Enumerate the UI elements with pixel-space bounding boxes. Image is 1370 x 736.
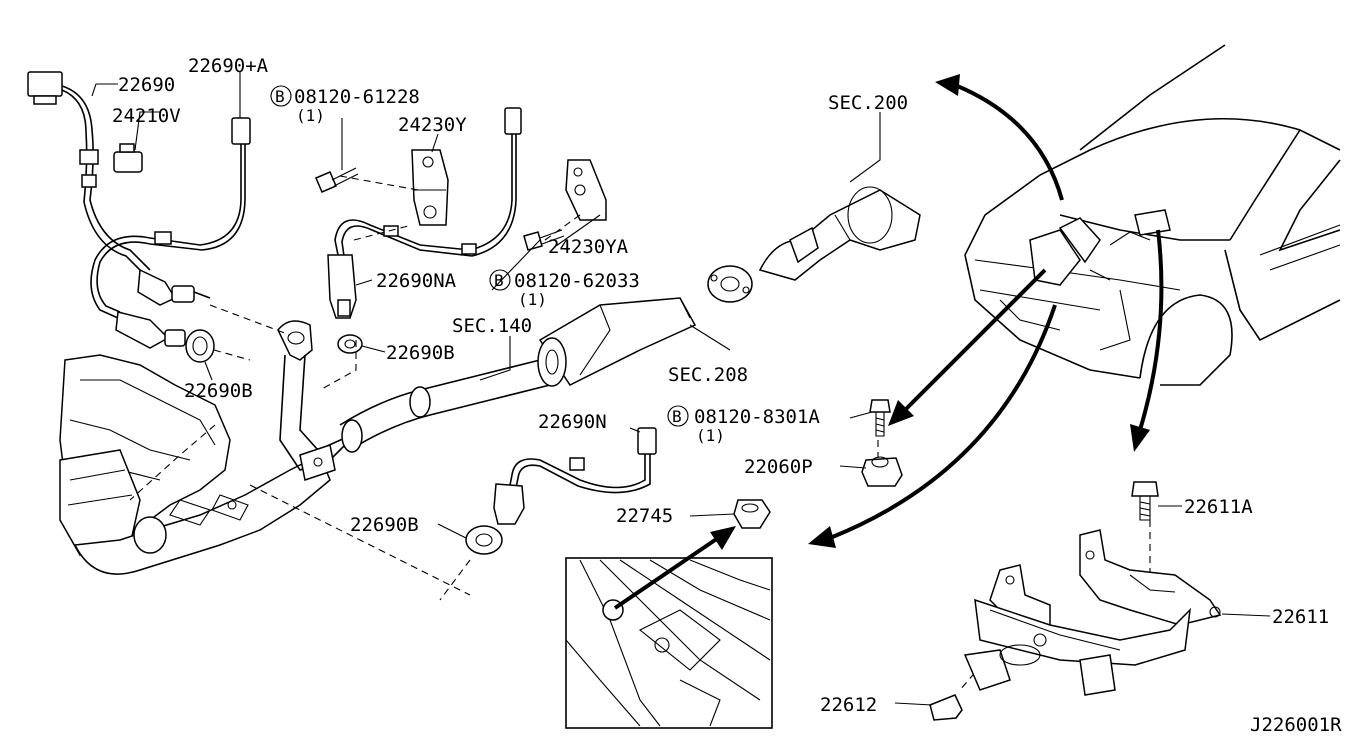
callout-22690b-lower: 22690B [350, 514, 419, 536]
svg-text:B: B [275, 87, 285, 106]
exhaust-manifold [59, 354, 331, 575]
callout-22611: 22611 [1272, 606, 1329, 628]
callout-08120-8301a-qty: (1) [696, 426, 725, 445]
callout-22745: 22745 [616, 505, 673, 527]
callout-sec-208: SEC.208 [668, 364, 748, 386]
callout-08120-61228-qty: (1) [296, 106, 325, 125]
sensor-22690n [493, 427, 657, 525]
bolt-22611a [1131, 481, 1159, 521]
gasket-22690b-left [185, 329, 215, 363]
callout-sec-200: SEC.200 [828, 92, 908, 114]
bolt-08120-8301a [869, 399, 891, 437]
diagram-id: J226001R [1250, 714, 1342, 736]
gasket-22690b-lower [465, 525, 503, 555]
callout-sec-140: SEC.140 [452, 315, 532, 337]
bolt-08120-62033 [523, 229, 565, 251]
callout-22690: 22690 [118, 74, 175, 96]
sensor-22690na [327, 107, 522, 319]
center-muffler [537, 297, 697, 387]
reference-arrows [613, 74, 1164, 610]
bolt-marker-icon: B [667, 405, 689, 427]
bolt-marker-icon: B [270, 85, 292, 107]
callout-08120-8301a: 08120-8301A [694, 406, 820, 428]
callout-22612: 22612 [820, 694, 877, 716]
callout-08120-62033: 08120-62033 [514, 270, 640, 292]
callout-22690b-left: 22690B [184, 380, 253, 402]
svg-text:B: B [494, 271, 504, 290]
flange-gasket [707, 265, 753, 303]
callout-22611a: 22611A [1184, 496, 1253, 518]
clip-22612 [929, 694, 963, 721]
bolt-08120-61228 [315, 167, 359, 193]
callout-24210v: 24210V [112, 105, 181, 127]
assembly-guide-lines [129, 175, 1151, 691]
gasket-22690b-center [337, 334, 363, 354]
callout-22060p: 22060P [744, 456, 813, 478]
bolt-marker-icon: B [489, 269, 511, 291]
callout-22690n: 22690N [538, 411, 607, 433]
front-exhaust-pipe [277, 320, 551, 481]
vehicle-front-view [964, 44, 1341, 386]
callout-22690-a: 22690+A [188, 55, 269, 77]
upper-oxygen-sensor-harness [90, 117, 251, 349]
bracket-24230ya [565, 159, 607, 221]
callout-08120-62033-qty: (1) [518, 290, 547, 309]
callout-22690b-center: 22690B [386, 342, 455, 364]
grommet-22745 [733, 499, 771, 529]
detail-inset-box [565, 557, 773, 729]
callout-22690na: 22690NA [376, 270, 457, 292]
callout-24230y: 24230Y [398, 114, 467, 136]
callout-24230ya: 24230YA [548, 236, 629, 258]
rear-muffler [758, 186, 921, 281]
bracket-24230y [411, 149, 449, 226]
front-oxygen-sensor-harness [27, 71, 211, 306]
knock-sensor-22060p [861, 456, 903, 487]
callout-08120-61228: 08120-61228 [294, 86, 420, 108]
svg-text:B: B [672, 407, 682, 426]
ecm-bracket-22611 [963, 529, 1222, 696]
callout-leader-lines [91, 72, 1271, 706]
